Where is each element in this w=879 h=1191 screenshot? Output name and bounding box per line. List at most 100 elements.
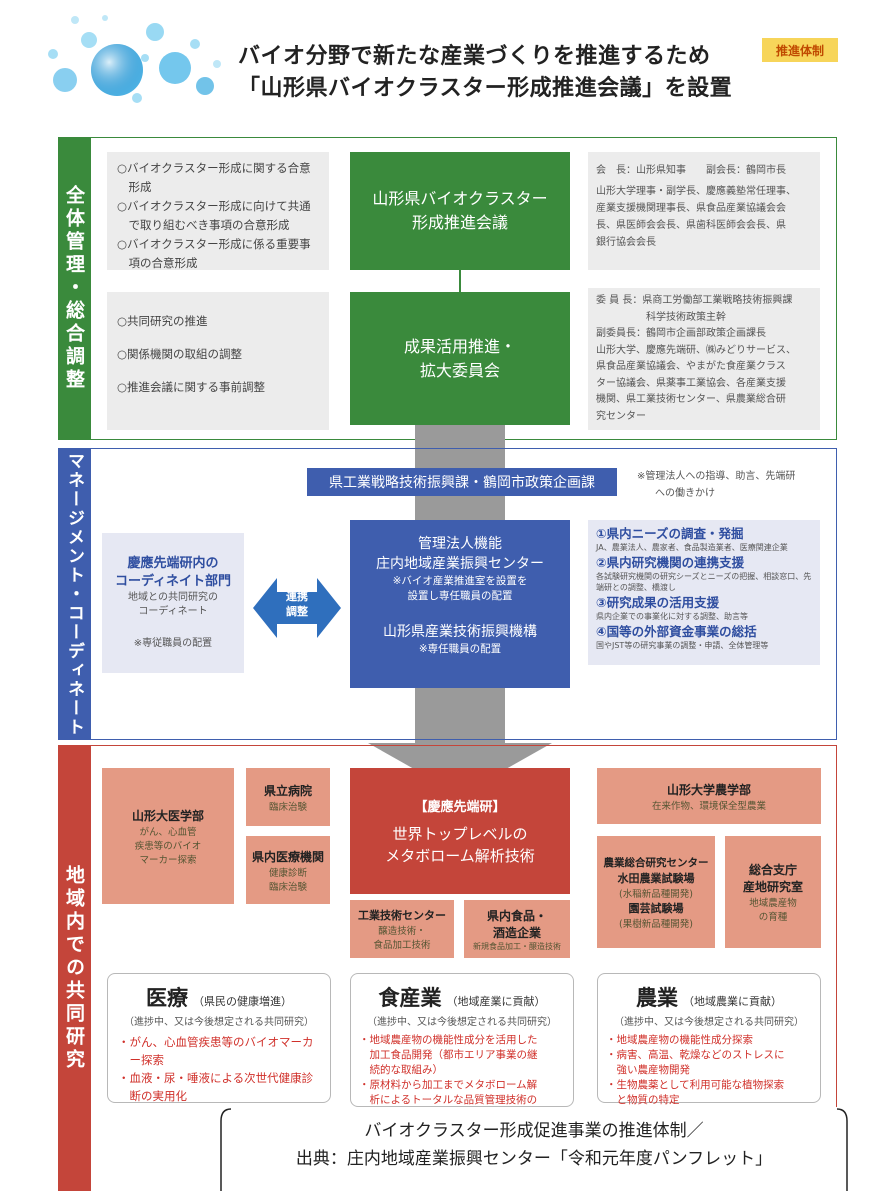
text-line: 産業支援機関理事長、県食品産業協議会会 (596, 203, 786, 214)
text-line: 山形大学理事・副学長、慶應義塾常任理事、 (596, 186, 796, 197)
text-line: ター協議会、県薬事工業協会、各産業支援 (596, 377, 786, 389)
text-line: 委 員 長：県商工労働部工業戦略技術振興課 (596, 295, 793, 306)
box-title: 工業技術センター (358, 909, 446, 922)
yamadai-med-box: 山形大医学部 がん、心血管 疾患等のバイオ マーカー探索 (102, 768, 234, 904)
text-line: ※管理法人への指導、助言、先端研 (637, 471, 796, 482)
text-line: 会 長：山形県知事 副会長：鶴岡市長 (596, 165, 786, 176)
support-item-sub: 国やJST等の研究事業の調整・申請、全体管理等 (596, 641, 769, 650)
card-paren: （地域産業に貢献） (446, 995, 546, 1008)
box-sub: 健康診断 (268, 867, 307, 879)
box-title: 農業総合研究センター (603, 856, 709, 869)
card-item: 続的な取組み） (359, 1064, 443, 1076)
support-item-head: ③研究成果の活用支援 (596, 595, 720, 610)
support-item-sub: JA、農業法人、農家者、食品製造業者、医療関連企業 (596, 543, 788, 552)
text-line: 形成推進会議 (411, 213, 508, 232)
card-paren: （県民の健康増進） (193, 995, 293, 1008)
box-title: 酒造企業 (492, 925, 541, 940)
text-line: 調整 (286, 605, 308, 618)
text-line: で取り組むべき事項の合意形成 (117, 218, 290, 232)
card-item: ・地域農産物の機能性成分を活用した (359, 1034, 538, 1046)
card-head: 食産業 （地域産業に貢献） (359, 982, 565, 1012)
text-line: 科学技術政策主幹 (596, 311, 726, 323)
box-sub: 臨床治験 (268, 801, 307, 813)
text-line: 世界トップレベルの (392, 824, 528, 843)
sidebar-research-label: 地域内での共同研究 (63, 864, 85, 1072)
double-arrow-icon (253, 578, 341, 638)
text-line: ○バイオクラスター形成に向けて共通 (117, 199, 311, 213)
box-sub: 在来作物、環境保全型農業 (651, 800, 766, 812)
food-company-box: 県内食品・ 酒造企業 新規食品加工・醸造技術 (464, 900, 570, 958)
text-line: ※専従職員の配置 (133, 638, 213, 649)
box-title: 【慶應先端研】 (414, 799, 506, 815)
text-line: コーディネイト部門 (114, 574, 232, 589)
text-line: 山形県産業技術振興機構 (383, 624, 537, 640)
box-sub: (水稲新品種開発) (619, 888, 693, 900)
box-sub: 醸造技術・ (378, 926, 426, 937)
text-line: ○バイオクラスター形成に関する合意 (117, 161, 311, 175)
text-line: ○共同研究の推進 (117, 314, 208, 328)
box-title: 山形大学農学部 (666, 782, 751, 797)
box-sub: マーカー探索 (139, 854, 197, 866)
box-sub: がん、心血管 (139, 826, 197, 838)
text-line: 山形大学、慶應先端研、㈱みどりサービス、 (596, 344, 796, 356)
sidebar-coordinate: マネージメント・コーディネート (58, 448, 91, 740)
hospital-box: 県立病院 臨床治験 (246, 768, 330, 826)
card-item: ・生物農薬として利用可能な植物探索 (606, 1079, 785, 1091)
card-note: （進捗中、又は今後想定される共同研究） (614, 1017, 804, 1028)
card-agri: 農業 （地域農業に貢献） （進捗中、又は今後想定される共同研究） ・地域農産物の… (597, 973, 821, 1106)
text-line: 庄内地域産業振興センター (376, 556, 544, 572)
box-sub: (果樹新品種開発) (619, 918, 693, 930)
box-sub: 地域農産物 (749, 898, 797, 909)
box-sub: 食品加工技術 (373, 940, 431, 951)
box-sub: 疾患等のバイオ (134, 840, 202, 852)
card-item: ー探索 (118, 1053, 164, 1067)
keio-research-box: 【慶應先端研】 世界トップレベルの メタボローム解析技術 (350, 768, 570, 894)
box-title: 水田農業試験場 (617, 871, 695, 885)
box-title: 県内医療機関 (251, 849, 324, 864)
card-item: ・がん、心血管疾患等のバイオマーカ (118, 1035, 314, 1049)
box-sub: の育種 (758, 912, 788, 923)
text-line: への働きかけ (655, 488, 715, 499)
support-item-head: ①県内ニーズの調査・発掘 (596, 526, 744, 541)
management-corp-box: 管理法人機能 庄内地域産業振興センター ※バイオ産業推進室を設置を 設置し専任職… (350, 520, 570, 688)
card-item: ・地域農産物の機能性成分探索 (606, 1034, 753, 1046)
banner-note: ※管理法人への指導、助言、先端研 への働きかけ (637, 468, 827, 502)
sidebar-management: 全体管理・総合調整 (58, 137, 91, 440)
card-title: 食産業 (378, 986, 442, 1010)
card-item: と物質の特定 (606, 1094, 680, 1106)
kougyou-box: 工業技術センター 醸造技術・ 食品加工技術 (350, 900, 454, 958)
card-item: ・病害、高温、乾燥などのストレスに (606, 1049, 785, 1061)
tag-badge: 推進体制 (762, 38, 838, 62)
text-line: 連携 (286, 590, 308, 603)
box-title: 県立病院 (263, 783, 312, 798)
title-line2: 「山形県バイオクラスター形成推進会議」を設置 (238, 76, 733, 101)
text-line: 機関、県工業技術センター、県農業総合研 (596, 394, 786, 405)
card-item: ・血液・尿・唾液による次世代健康診 (118, 1071, 314, 1085)
text-line: ※バイオ産業推進室を設置を (392, 575, 528, 587)
card-paren: （地域農業に貢献） (683, 995, 783, 1008)
card-item: ・原材料から加工までメタボローム解 (359, 1079, 538, 1091)
yamadai-agri-box: 山形大学農学部 在来作物、環境保全型農業 (597, 768, 821, 824)
support-item-sub: 各試験研究機関の研究シーズとニーズの把握、相談窓口、先端研との調整、橋渡し (596, 572, 812, 592)
text-line: 管理法人機能 (418, 536, 502, 552)
box-sub: 臨床治験 (268, 881, 307, 893)
text-line: 県食品産業協議会、やまがた食産業クラス (596, 361, 786, 372)
caption-line2: 出典：庄内地域産業振興センター「令和元年度パンフレット」 (295, 1149, 773, 1169)
text-line: コーディネート (138, 606, 208, 617)
text-line: 設置し専任職員の配置 (407, 590, 513, 602)
committee-box: 成果活用推進・ 拡大委員会 (350, 292, 570, 425)
box-title: 園芸試験場 (628, 901, 684, 915)
box-sub: 新規食品加工・醸造技術 (473, 941, 561, 951)
shicho-box: 総合支庁 産地研究室 地域農産物 の育種 (725, 836, 821, 948)
connector-line (459, 270, 461, 292)
left-bracket (220, 1108, 232, 1191)
card-item: 強い農産物開発 (606, 1064, 690, 1076)
text-line: メタボローム解析技術 (385, 846, 535, 865)
nousou-box: 農業総合研究センター 水田農業試験場 (水稲新品種開発) 園芸試験場 (果樹新品… (597, 836, 715, 948)
card-head: 医療 （県民の健康増進） (118, 982, 320, 1012)
card-title: 農業 (635, 986, 678, 1010)
keio-coord-box: 慶應先端研内の コーディネイト部門 地域との共同研究の コーディネート ※専従職… (102, 533, 244, 673)
sidebar-management-label: 全体管理・総合調整 (63, 185, 85, 392)
banner-box: 県工業戦略技術振興課・鶴岡市政策企画課 (307, 468, 617, 496)
box-title: 産地研究室 (742, 880, 803, 894)
